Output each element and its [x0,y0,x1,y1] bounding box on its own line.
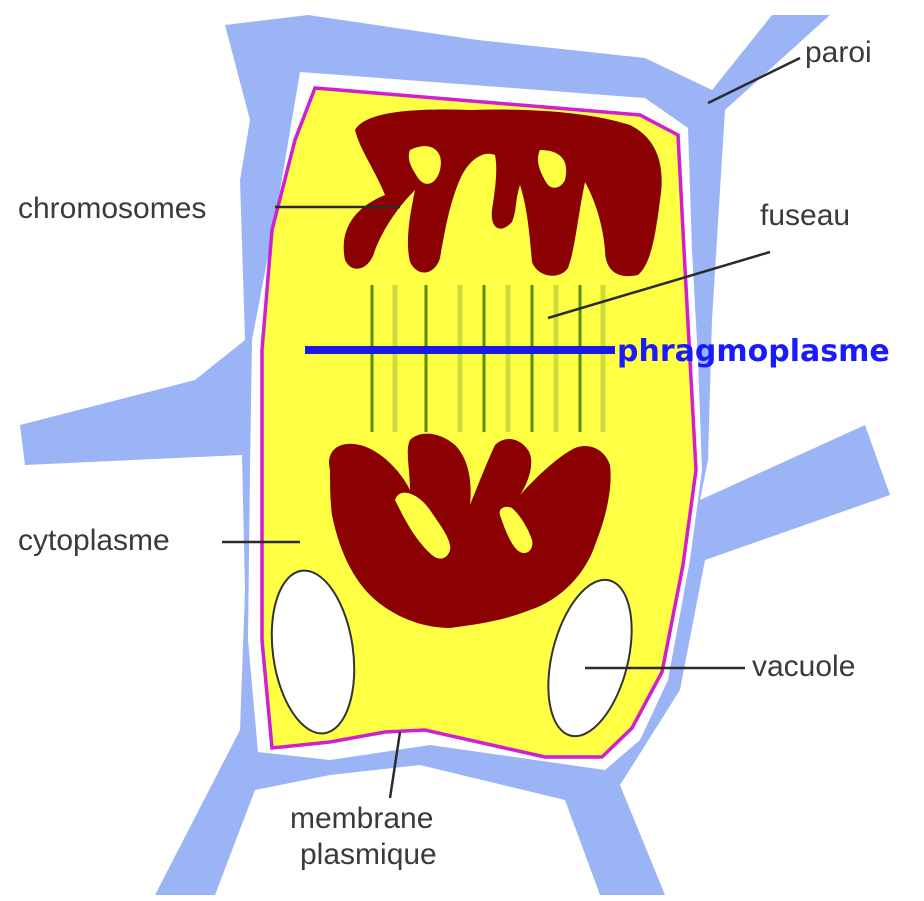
label-chromosomes: chromosomes [18,192,206,225]
label-membrane-line1: membrane [290,802,433,835]
label-fuseau: fuseau [760,199,850,232]
label-cytoplasme: cytoplasme [18,524,170,557]
label-vacuole: vacuole [752,650,855,683]
label-membrane-line2: plasmique [300,838,437,871]
label-paroi: paroi [805,36,872,69]
label-phragmoplasme: phragmoplasme [617,334,890,369]
